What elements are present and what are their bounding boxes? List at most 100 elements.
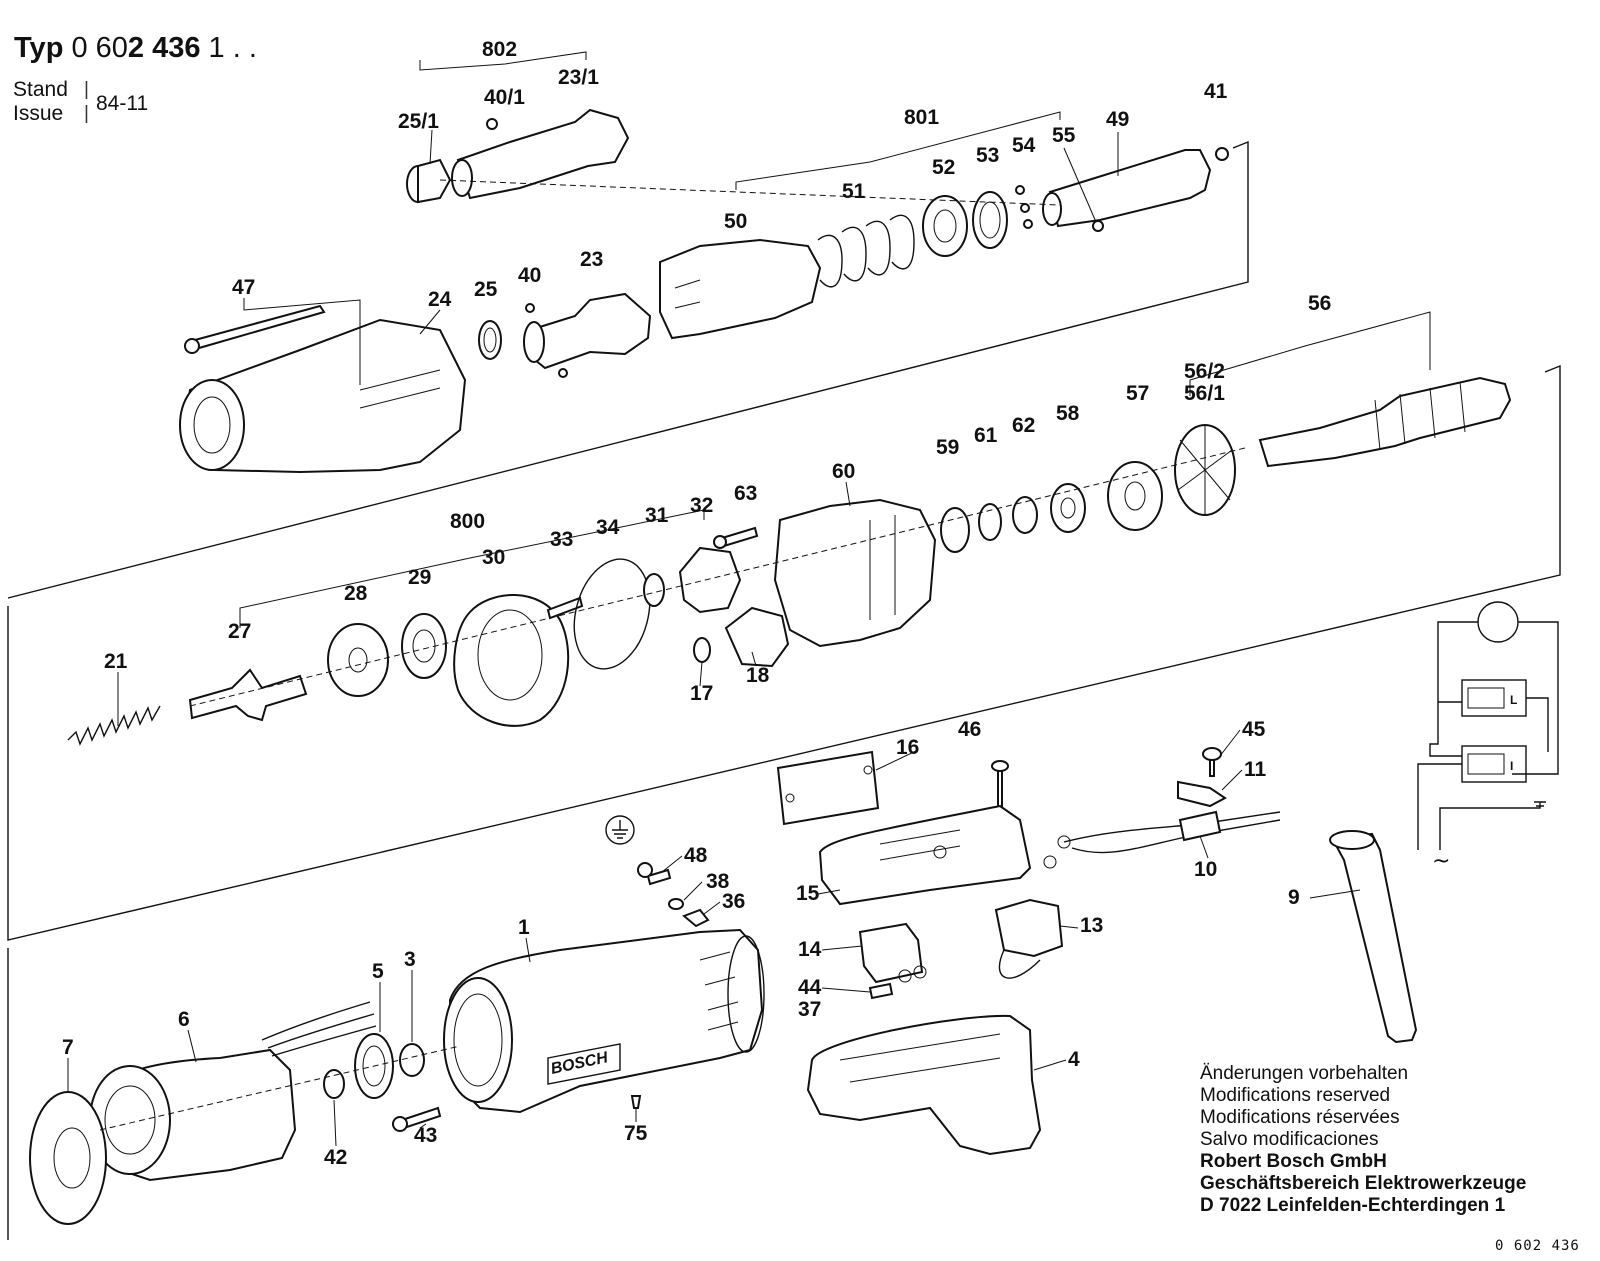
label-6: 6 (178, 1008, 190, 1031)
label-48: 48 (684, 844, 708, 867)
leader-16 (875, 749, 919, 771)
label-42: 42 (324, 1146, 347, 1169)
stand-separator: | | (84, 78, 89, 126)
label-800: 800 (450, 510, 485, 533)
typ-label: Typ (14, 32, 64, 64)
part-33-screw (546, 596, 584, 620)
part-27-shaft (188, 668, 308, 722)
label-54: 54 (1012, 134, 1036, 157)
part-50-clutch-sleeve (659, 238, 822, 340)
label-63: 63 (734, 482, 757, 505)
bracket-802 (419, 51, 587, 71)
part-15-switch-cover (818, 804, 1032, 906)
schematic-switch-top-label: L (1510, 693, 1517, 707)
leader-55 (1063, 147, 1097, 223)
part-51-spring (817, 214, 915, 288)
group-bracket-top (7, 140, 1249, 599)
label-56-1: 56/1 (1184, 382, 1225, 405)
leader-25-1 (429, 129, 433, 165)
schematic-switch-bottom-label: I (1510, 759, 1513, 773)
label-5: 5 (372, 960, 384, 983)
part-43-screw (392, 1106, 442, 1132)
label-36: 36 (722, 890, 745, 913)
bracket-801 (735, 111, 1061, 190)
wiring-schematic (1417, 601, 1559, 850)
part-41-ball (1215, 147, 1229, 161)
leader-60 (845, 481, 851, 507)
ground-symbol (605, 815, 635, 845)
part-75-screw (630, 1095, 642, 1109)
note-de: Änderungen vorbehalten (1200, 1063, 1409, 1084)
label-7: 7 (62, 1036, 74, 1059)
typ-number-bold: 2 436 (127, 32, 201, 64)
leader-15 (817, 889, 841, 895)
part-13-switch (994, 898, 1064, 979)
label-31: 31 (645, 504, 669, 527)
label-62: 62 (1012, 414, 1035, 437)
note-es: Salvo modificaciones (1200, 1129, 1379, 1150)
label-18: 18 (746, 664, 770, 687)
label-4: 4 (1068, 1048, 1080, 1071)
part-11-cable-clamp (1177, 780, 1227, 808)
label-34: 34 (596, 516, 620, 539)
label-40-1: 40/1 (484, 86, 525, 109)
label-45: 45 (1242, 718, 1266, 741)
notes-block: Änderungen vorbehalten Modifications res… (1200, 1063, 1526, 1217)
label-801: 801 (904, 106, 939, 129)
leader-14 (821, 945, 863, 951)
part-56-1-fan (1174, 424, 1236, 516)
part-21-spring (67, 705, 161, 746)
label-58: 58 (1056, 402, 1080, 425)
part-44-37-screw (868, 982, 894, 1000)
part-29-bearing (401, 613, 447, 679)
brand-label: BOSCH (549, 1049, 609, 1078)
leader-24 (419, 309, 441, 335)
part-14-suppressor (858, 922, 927, 984)
label-47: 47 (232, 276, 255, 299)
part-9-cable-sleeve (1329, 830, 1418, 1044)
label-27: 27 (228, 620, 251, 643)
leader-17 (699, 661, 703, 687)
label-53: 53 (976, 144, 999, 167)
part-58-bearing (1050, 483, 1086, 533)
leader-6 (187, 1029, 197, 1063)
label-41: 41 (1204, 80, 1228, 103)
note-fr: Modifications réservées (1200, 1107, 1400, 1128)
label-13: 13 (1080, 914, 1103, 937)
part-53-ring (972, 191, 1008, 249)
label-44: 44 (798, 976, 822, 999)
label-33: 33 (550, 528, 573, 551)
label-802: 802 (482, 38, 517, 61)
label-50: 50 (724, 210, 747, 233)
label-16: 16 (896, 736, 919, 759)
ac-symbol: ~ (1432, 849, 1450, 874)
part-40-ball (525, 303, 535, 313)
leader-9 (1309, 889, 1361, 899)
part-1-motor-housing (443, 928, 765, 1114)
part-31-washer (643, 573, 665, 607)
label-1: 1 (518, 916, 530, 939)
leader-11 (1221, 769, 1243, 791)
leader-44 (821, 987, 871, 993)
label-11: 11 (1244, 758, 1267, 781)
label-56-2: 56/2 (1184, 360, 1225, 383)
label-15: 15 (796, 882, 820, 905)
label-52: 52 (932, 156, 955, 179)
label-59: 59 (936, 436, 959, 459)
label-25-1: 25/1 (398, 110, 439, 133)
part-25-1-sleeve (406, 158, 452, 204)
label-75: 75 (624, 1122, 648, 1145)
part-36-clamp (682, 908, 710, 928)
stand-sep-2: | (84, 103, 89, 124)
part-48-screw (637, 862, 672, 886)
document-number: 0 602 436 (1495, 1238, 1580, 1254)
part-45-screw (1202, 747, 1222, 777)
label-38: 38 (706, 870, 730, 893)
part-18-gear (724, 606, 790, 668)
label-40: 40 (518, 264, 541, 287)
group-bracket-middle (7, 364, 1561, 941)
leader-1 (525, 937, 531, 963)
part-10-cable (1043, 810, 1281, 869)
part-32-gear (678, 546, 742, 614)
